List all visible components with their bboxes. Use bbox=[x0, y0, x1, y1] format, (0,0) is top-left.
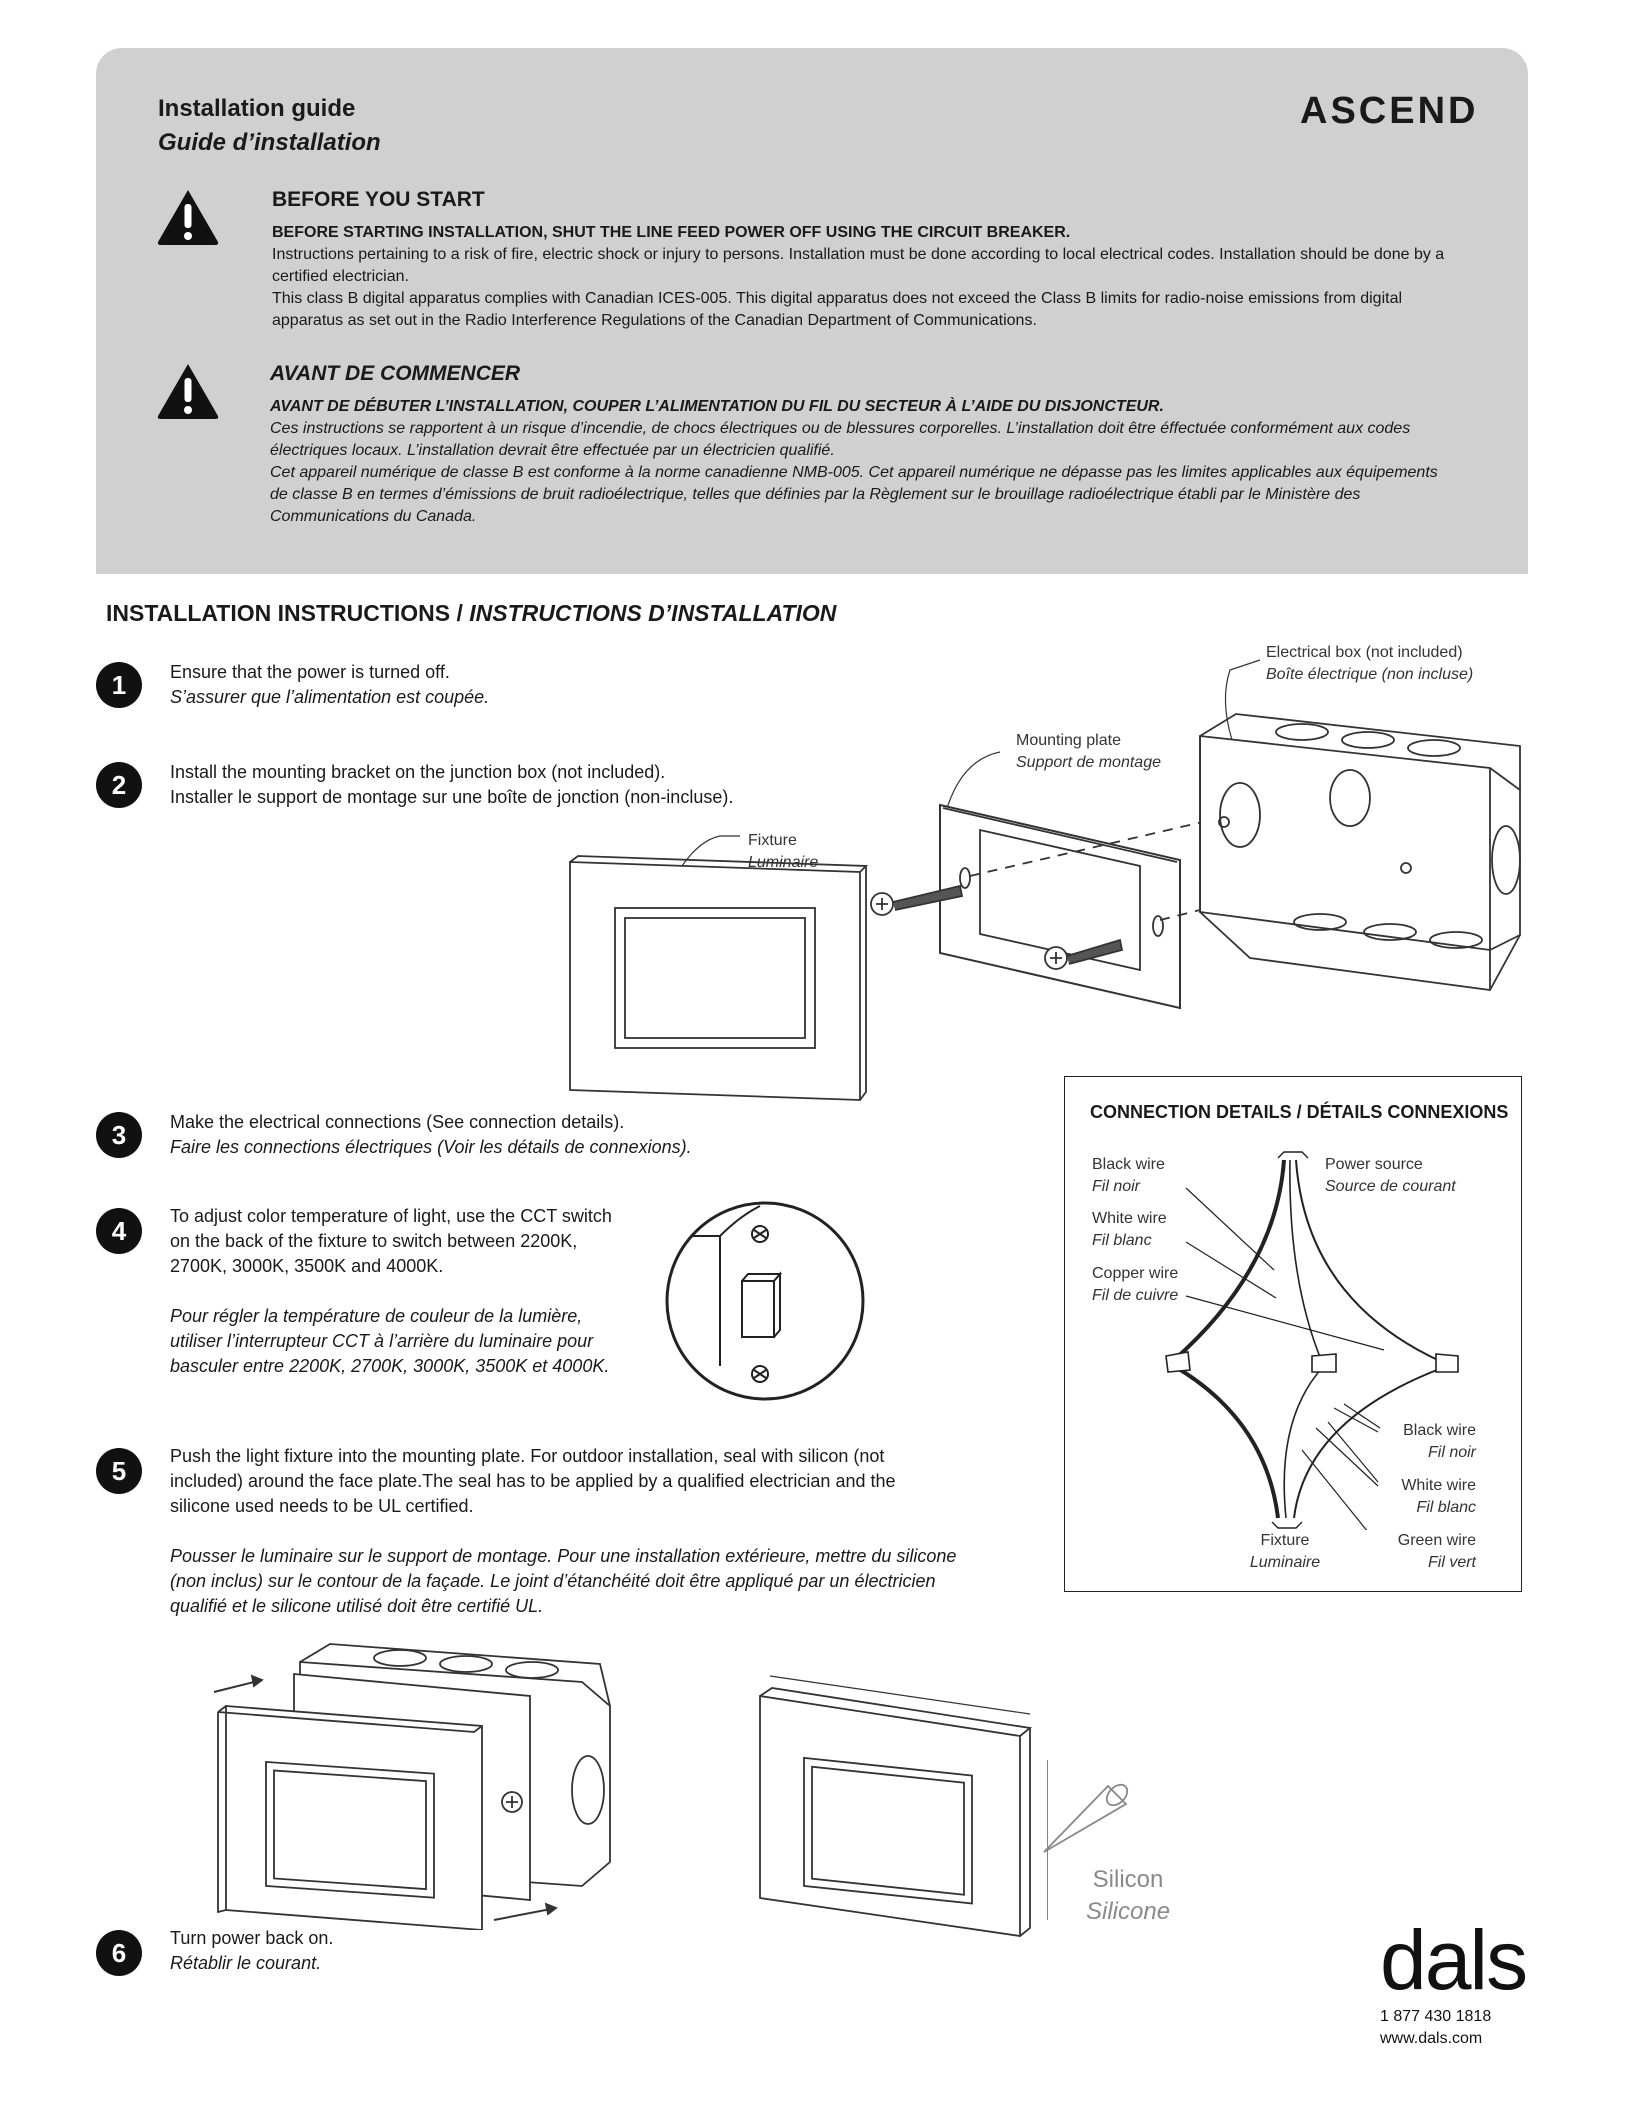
step-1-number: 1 bbox=[96, 662, 142, 708]
step-4-number: 4 bbox=[96, 1208, 142, 1254]
avant-text: AVANT DE DÉBUTER L’INSTALLATION, COUPER … bbox=[270, 396, 1450, 528]
cct-switch-illustration bbox=[665, 1201, 865, 1401]
step-4-text: To adjust color temperature of light, us… bbox=[170, 1204, 632, 1379]
mounting-plate-label: Mounting plate Support de montage bbox=[1016, 732, 1161, 771]
sealed-fixture-illustration bbox=[759, 1675, 1048, 1938]
dals-logo: dals bbox=[1380, 1913, 1528, 2007]
brand-name: ASCEND bbox=[1300, 90, 1479, 132]
step-6-number: 6 bbox=[96, 1930, 142, 1976]
conn-power-source-label: Power source Source de courant bbox=[1325, 1156, 1456, 1195]
conn-black-wire-label: Black wire Fil noir bbox=[1092, 1156, 1165, 1195]
connection-details-box bbox=[1064, 1076, 1522, 1592]
step-5-fr: Pousser le luminaire sur le support de m… bbox=[170, 1546, 957, 1616]
step-3-fr: Faire les connections électriques (Voir … bbox=[170, 1137, 692, 1157]
step-5-en: Push the light fixture into the mounting… bbox=[170, 1446, 896, 1516]
step-2-en: Install the mounting bracket on the junc… bbox=[170, 762, 666, 782]
step-4-fr: Pour régler la température de couleur de… bbox=[170, 1306, 610, 1376]
before-start-para1: Instructions pertaining to a risk of fir… bbox=[272, 246, 1445, 285]
push-fixture-illustration bbox=[213, 1643, 611, 1930]
warning-icon bbox=[157, 190, 219, 245]
step-2-number: 2 bbox=[96, 762, 142, 808]
conn-black-wire2-label: Black wire Fil noir bbox=[1403, 1422, 1476, 1461]
conn-white-wire-label: White wire Fil blanc bbox=[1092, 1210, 1167, 1249]
conn-white-wire2-label: White wire Fil blanc bbox=[1401, 1477, 1476, 1516]
step-1-en: Ensure that the power is turned off. bbox=[170, 662, 450, 682]
conn-copper-wire-label: Copper wire Fil de cuivre bbox=[1092, 1265, 1179, 1304]
warning-icon-fr bbox=[157, 364, 219, 419]
wiring-diagram bbox=[1165, 1151, 1459, 1530]
before-start-warning: BEFORE STARTING INSTALLATION, SHUT THE L… bbox=[272, 224, 1071, 241]
instructions-title-fr: INSTRUCTIONS D’INSTALLATION bbox=[469, 600, 837, 626]
instructions-title: INSTALLATION INSTRUCTIONS / INSTRUCTIONS… bbox=[106, 600, 836, 627]
instructions-title-en: INSTALLATION INSTRUCTIONS / bbox=[106, 600, 470, 626]
warning-panel bbox=[96, 48, 1528, 574]
contact-info: 1 877 430 1818 www.dals.com bbox=[1380, 2006, 1491, 2050]
step-2-text: Install the mounting bracket on the junc… bbox=[170, 760, 930, 810]
step-3-number: 3 bbox=[96, 1112, 142, 1158]
avant-para2: Cet appareil numérique de classe B est c… bbox=[270, 464, 1438, 525]
before-start-para2: This class B digital apparatus complies … bbox=[272, 290, 1403, 329]
step-6-en: Turn power back on. bbox=[170, 1928, 334, 1948]
step-5-number: 5 bbox=[96, 1448, 142, 1494]
conn-green-wire-label: Green wire Fil vert bbox=[1397, 1532, 1476, 1571]
avant-warning: AVANT DE DÉBUTER L’INSTALLATION, COUPER … bbox=[270, 398, 1164, 415]
step-4-en: To adjust color temperature of light, us… bbox=[170, 1206, 612, 1276]
silicon-tube-icon bbox=[1043, 1783, 1129, 1853]
step-2-fr: Installer le support de montage sur une … bbox=[170, 787, 734, 807]
guide-title-fr: Guide d’installation bbox=[158, 129, 381, 156]
mounting-illustration bbox=[569, 659, 1521, 1101]
step-1-text: Ensure that the power is turned off. S’a… bbox=[170, 660, 870, 710]
avant-para1: Ces instructions se rapportent à un risq… bbox=[270, 420, 1411, 459]
step-6-text: Turn power back on. Rétablir le courant. bbox=[170, 1926, 570, 1976]
before-start-heading: BEFORE YOU START bbox=[272, 188, 485, 211]
electrical-box-label: Electrical box (not included) Boîte élec… bbox=[1266, 644, 1474, 683]
conn-fixture-label: Fixture Luminaire bbox=[1249, 1532, 1321, 1571]
website: www.dals.com bbox=[1380, 2030, 1483, 2047]
guide-title: Installation guide bbox=[158, 95, 356, 122]
avant-heading: AVANT DE COMMENCER bbox=[270, 362, 521, 385]
before-start-text: BEFORE STARTING INSTALLATION, SHUT THE L… bbox=[272, 222, 1452, 332]
step-5-text: Push the light fixture into the mounting… bbox=[170, 1444, 960, 1619]
step-1-fr: S’assurer que l’alimentation est coupée. bbox=[170, 687, 490, 707]
connection-details-title: CONNECTION DETAILS / DÉTAILS CONNEXIONS bbox=[1090, 1102, 1509, 1122]
silicon-label: Silicon Silicone bbox=[1086, 1866, 1171, 1925]
step-3-en: Make the electrical connections (See con… bbox=[170, 1112, 625, 1132]
step-6-fr: Rétablir le courant. bbox=[170, 1953, 322, 1973]
phone-number: 1 877 430 1818 bbox=[1380, 2008, 1492, 2025]
step-3-text: Make the electrical connections (See con… bbox=[170, 1110, 890, 1160]
